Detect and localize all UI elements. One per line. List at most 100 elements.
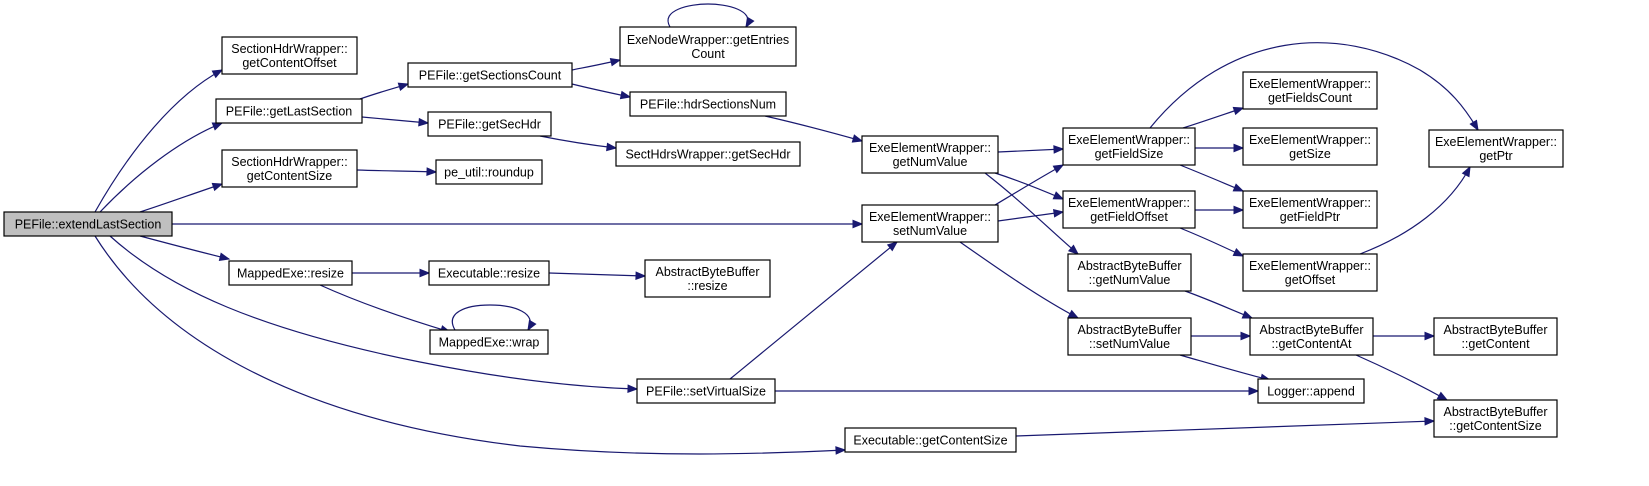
edge-line <box>1179 227 1244 257</box>
edge-abb_setNumValue-to-abb_getContentAt <box>1191 331 1252 341</box>
edge-extendLastSection-to-sh_getContentOffset <box>94 69 224 213</box>
node-logger_append[interactable]: Logger::append <box>1257 378 1365 404</box>
node-box <box>215 98 363 124</box>
node-getSecHdr[interactable]: PEFile::getSecHdr <box>427 111 552 137</box>
arrowhead <box>1052 191 1065 200</box>
node-ew_getSize[interactable]: ExeElementWrapper::getSize <box>1242 127 1378 166</box>
node-ew_setNumValue[interactable]: ExeElementWrapper::setNumValue <box>861 204 999 243</box>
edge-ew_setNumValue-to-ew_getFieldOffset <box>997 209 1065 222</box>
edge-line <box>729 241 898 380</box>
edge-line <box>139 183 223 213</box>
edge-abb_getNumValue-to-abb_getContentAt <box>1184 290 1254 319</box>
node-box <box>844 427 1017 453</box>
node-label: getContentSize <box>247 169 333 183</box>
node-ew_getPtr[interactable]: ExeElementWrapper::getPtr <box>1428 129 1564 168</box>
node-label: ExeElementWrapper:: <box>1249 77 1371 91</box>
node-label: pe_util::roundup <box>444 166 534 180</box>
node-box <box>1062 127 1196 166</box>
node-abb_getContentAt[interactable]: AbstractByteBuffer::getContentAt <box>1249 317 1374 356</box>
node-label: AbstractByteBuffer <box>1078 323 1182 337</box>
node-ew_getOffset[interactable]: ExeElementWrapper::getOffset <box>1242 253 1378 292</box>
node-extendLastSection[interactable]: PEFile::extendLastSection <box>3 211 173 237</box>
edge-ew_getFieldSize-to-ew_getFieldsCount <box>1182 106 1245 129</box>
node-wrap[interactable]: MappedExe::wrap <box>429 329 549 355</box>
edge-abb_getContentAt-to-abb_getContentSize <box>1355 354 1449 401</box>
arrowhead <box>1232 183 1245 192</box>
edge-line <box>959 241 1079 319</box>
arrowhead <box>835 446 847 455</box>
edge-ew_getOffset-to-ew_getPtr <box>1359 165 1471 255</box>
edge-ex_resize-to-abb_resize <box>548 271 647 281</box>
node-ex_resize[interactable]: Executable::resize <box>428 260 550 286</box>
arrowhead <box>627 384 639 394</box>
arrowhead <box>1436 391 1449 401</box>
node-hdrSectionsNum[interactable]: PEFile::hdrSectionsNum <box>629 91 787 117</box>
node-box <box>427 111 552 137</box>
node-label: ::getContentAt <box>1272 337 1352 351</box>
arrowhead <box>1469 119 1479 132</box>
edge-line <box>764 115 863 142</box>
edge-ew_getNumValue-to-ew_getFieldSize <box>997 145 1065 154</box>
node-label: Executable::resize <box>438 267 540 281</box>
node-box <box>1242 253 1378 292</box>
edge-getSecHdr-to-shw_getSecHdr <box>539 135 618 152</box>
edge-line <box>356 169 437 173</box>
arrowhead <box>1052 209 1065 218</box>
node-label: SectHdrsWrapper::getSecHdr <box>625 148 790 162</box>
edge-line <box>109 235 638 390</box>
edge-line <box>451 304 531 331</box>
edge-line <box>1015 420 1435 437</box>
arrowhead <box>527 319 537 332</box>
edge-abb_setNumValue-to-logger_append <box>1179 354 1272 383</box>
node-ew_getFieldSize[interactable]: ExeElementWrapper::getFieldSize <box>1062 127 1196 166</box>
node-ew_getFieldPtr[interactable]: ExeElementWrapper::getFieldPtr <box>1242 190 1378 229</box>
arrowhead <box>635 271 647 281</box>
edges-layer <box>94 3 1479 455</box>
node-box <box>1433 399 1558 438</box>
node-ew_getFieldOffset[interactable]: ExeElementWrapper::getFieldOffset <box>1062 190 1196 229</box>
node-abb_setNumValue[interactable]: AbstractByteBuffer::setNumValue <box>1067 317 1192 356</box>
node-abb_getContent[interactable]: AbstractByteBuffer::getContent <box>1433 317 1558 356</box>
node-box <box>221 36 358 75</box>
node-label: ExeElementWrapper:: <box>869 141 991 155</box>
edge-getLastSection-to-getSectionsCount <box>359 82 410 100</box>
node-label: getNumValue <box>893 155 968 169</box>
edge-ew_getFieldOffset-to-ew_getOffset <box>1179 227 1245 257</box>
node-sh_getContentOffset[interactable]: SectionHdrWrapper::getContentOffset <box>221 36 358 75</box>
arrowhead <box>397 82 410 91</box>
node-box <box>1242 127 1378 166</box>
node-abb_getContentSize[interactable]: AbstractByteBuffer::getContentSize <box>1433 399 1558 438</box>
node-getLastSection[interactable]: PEFile::getLastSection <box>215 98 363 124</box>
arrowhead <box>1067 309 1080 319</box>
node-getSectionsCount[interactable]: PEFile::getSectionsCount <box>407 62 573 88</box>
node-ew_getFieldsCount[interactable]: ExeElementWrapper::getFieldsCount <box>1242 71 1378 110</box>
edge-extendLastSection-to-ex_getContentSize <box>94 235 847 455</box>
arrowhead <box>426 167 438 176</box>
node-label: getPtr <box>1479 149 1512 163</box>
node-label: AbstractByteBuffer <box>656 265 760 279</box>
node-abb_getNumValue[interactable]: AbstractByteBuffer::getNumValue <box>1067 253 1192 292</box>
edge-line <box>99 122 223 213</box>
edge-getLastSection-to-getSecHdr <box>361 116 430 127</box>
node-label: ExeElementWrapper:: <box>1068 133 1190 147</box>
node-label: AbstractByteBuffer <box>1444 405 1548 419</box>
node-abb_resize[interactable]: AbstractByteBuffer::resize <box>644 259 771 298</box>
node-setVirtualSize[interactable]: PEFile::setVirtualSize <box>636 378 776 404</box>
node-ew_getNumValue[interactable]: ExeElementWrapper::getNumValue <box>861 135 999 174</box>
node-sh_getContentSize[interactable]: SectionHdrWrapper::getContentSize <box>221 149 358 188</box>
edge-setVirtualSize-to-ew_setNumValue <box>729 241 899 380</box>
node-ex_getContentSize[interactable]: Executable::getContentSize <box>844 427 1017 453</box>
edge-abb_getContentAt-to-abb_getContent <box>1373 331 1436 341</box>
edge-getSectionsCount-to-hdrSectionsNum <box>571 83 632 100</box>
node-label: ExeNodeWrapper::getEntries <box>627 33 789 47</box>
arrowhead <box>609 57 622 67</box>
node-shw_getSecHdr[interactable]: SectHdrsWrapper::getSecHdr <box>615 141 801 167</box>
node-me_resize[interactable]: MappedExe::resize <box>228 260 353 286</box>
arrowhead <box>1232 248 1245 257</box>
node-roundup[interactable]: pe_util::roundup <box>435 159 543 185</box>
node-box <box>861 204 999 243</box>
edge-sh_getContentSize-to-roundup <box>356 167 438 176</box>
node-label: ::getContent <box>1461 337 1530 351</box>
